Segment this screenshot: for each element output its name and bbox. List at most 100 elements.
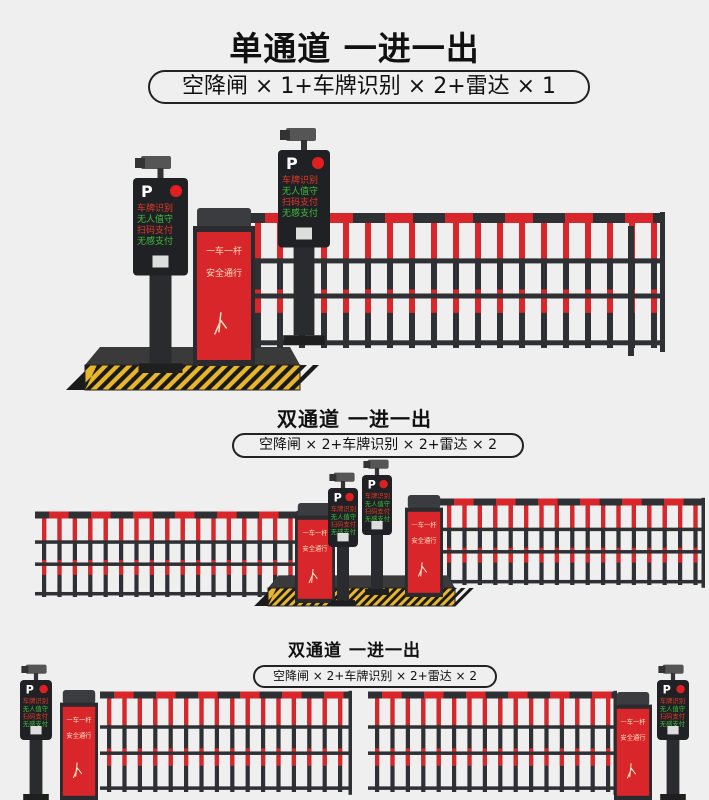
fence-rail [100, 691, 352, 699]
fence-picket-red [184, 697, 189, 725]
motor-cover [62, 690, 96, 704]
led-display-line: 车牌识别 [365, 491, 390, 500]
led-display-line: 无感支付 [282, 207, 318, 219]
poster-text: 一车一杆 [302, 528, 328, 537]
fence-picket-red [255, 289, 261, 313]
fence-picket-red [453, 222, 459, 259]
fence-rail-red [592, 691, 612, 699]
fence-picket [307, 697, 312, 792]
fence-picket [273, 517, 278, 597]
fence-picket [601, 504, 606, 585]
fence-rail-red [622, 498, 642, 506]
fence-picket-red [338, 748, 343, 766]
motor-cover [407, 495, 441, 509]
fence-picket-red [493, 547, 498, 563]
led-display-line: 无感支付 [23, 719, 48, 728]
fence-picket-red [524, 547, 529, 563]
fence-picket-red [365, 222, 371, 259]
fence-picket-red [431, 289, 437, 313]
fence-picket-red [103, 517, 108, 541]
fence-picket [497, 222, 503, 348]
poster-text: 安全通行 [411, 536, 437, 545]
scanner-pad [30, 726, 42, 735]
led-display-line: 无人值守 [23, 704, 48, 713]
fence-picket-red [42, 560, 47, 575]
post-base [283, 335, 325, 345]
fence-picket-red [590, 697, 595, 725]
camera-icon [367, 459, 389, 469]
fence-picket [447, 504, 452, 585]
fence-picket-red [149, 560, 154, 575]
fence-rail-red [565, 213, 593, 223]
hazard-stripe [216, 365, 247, 390]
fence-picket [107, 697, 112, 792]
fence-picket-red [226, 560, 231, 575]
fence-picket-red [570, 547, 575, 563]
fence-picket-red [409, 289, 415, 313]
fence-picket-red [601, 547, 606, 563]
fence-rail-red [175, 511, 195, 519]
fence-picket [199, 697, 204, 792]
fence-picket-red [563, 222, 569, 259]
led-display-line: 扫码支付 [660, 712, 685, 721]
hazard-stripe [96, 365, 127, 390]
fence-picket-red [291, 697, 296, 725]
fence-picket [211, 517, 216, 597]
fence-picket [168, 697, 173, 792]
fence-picket-red [165, 517, 170, 541]
fence-rail-red [664, 498, 684, 506]
scanner-pad [371, 521, 383, 530]
fence-boom [245, 212, 665, 352]
fence-picket [375, 697, 380, 792]
fence-picket-red [137, 697, 142, 725]
fence-picket-red [57, 517, 62, 541]
poster-panel [297, 519, 333, 599]
hazard-stripe [252, 365, 283, 390]
fence-picket-red [405, 697, 410, 725]
fence-picket-red [88, 517, 93, 541]
led-display-line: 无人值守 [137, 213, 173, 225]
fence-picket [554, 504, 559, 585]
fence-picket-red [72, 560, 77, 575]
led-display-line: 车牌识别 [282, 174, 318, 186]
fence-rail [368, 725, 617, 729]
fence-picket-red [541, 289, 547, 313]
fence-picket-red [585, 222, 591, 259]
camera-mount [157, 168, 164, 178]
fence-picket-red [482, 697, 487, 725]
runner-icon [626, 763, 637, 779]
scanner-pad [667, 726, 679, 735]
fence-rail-red [445, 213, 473, 223]
fence-picket [529, 697, 534, 792]
fence-picket-red [493, 504, 498, 529]
fence-picket [276, 697, 281, 792]
fence-picket-red [245, 748, 250, 766]
hazard-stripe [262, 588, 281, 606]
fence-picket [230, 697, 235, 792]
fence-picket-red [431, 222, 437, 259]
fence-rail-red [424, 691, 444, 699]
fence-picket-red [467, 697, 472, 725]
led-display-line: 无感支付 [137, 235, 173, 247]
fence-picket-red [338, 697, 343, 725]
fence-picket-red [498, 697, 503, 725]
camera-icon [141, 156, 171, 169]
fence-rail-red [508, 691, 528, 699]
fence-picket-red [452, 697, 457, 725]
fence-picket-red [409, 222, 415, 259]
parking-sign: P [26, 683, 34, 696]
fence-picket [322, 697, 327, 792]
scanner-pad [296, 227, 312, 240]
fence-picket-red [585, 547, 590, 563]
fence-picket-red [541, 222, 547, 259]
fence-picket-red [616, 547, 621, 563]
fence-rail-red [466, 691, 486, 699]
fence-picket [409, 222, 415, 348]
fence-picket-red [601, 504, 606, 529]
fence-rail-red [240, 691, 260, 699]
fence-picket-red [119, 517, 124, 541]
stop-light [345, 492, 354, 502]
